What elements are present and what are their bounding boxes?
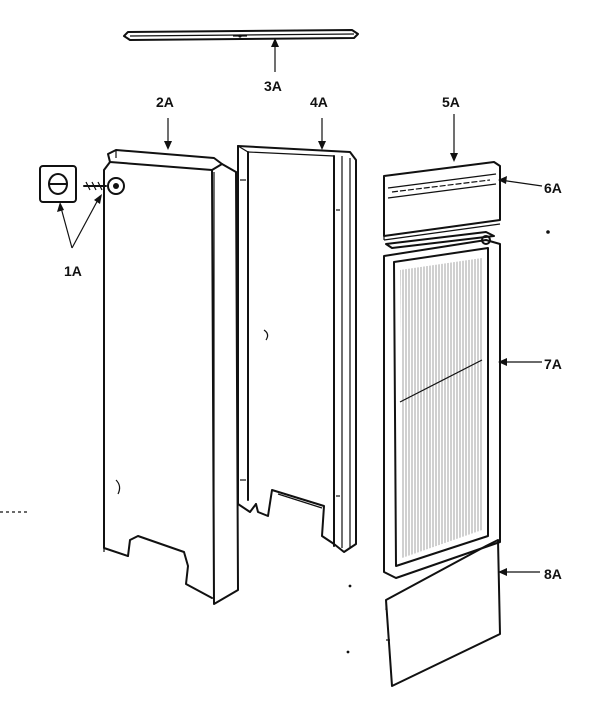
label-1a: 1A: [64, 263, 82, 279]
screw-dot: [346, 650, 350, 654]
label-8a: 8A: [544, 566, 562, 582]
label-7a: 7A: [544, 356, 562, 372]
control-knob-housing: [39, 165, 77, 203]
kick-plate: [385, 539, 501, 687]
leader-5a: [450, 114, 458, 162]
screw-dot: [546, 230, 550, 234]
label-2a: 2A: [156, 94, 174, 110]
top-trim-strip: [123, 29, 359, 41]
cabinet-liner-frame: [237, 145, 357, 553]
label-6a: 6A: [544, 180, 562, 196]
leader-2a: [164, 118, 172, 150]
leader-1a: [57, 194, 102, 249]
screw-icon: [83, 177, 125, 195]
label-3a: 3A: [264, 78, 282, 94]
leader-3a: [271, 38, 279, 72]
screw-dot: [348, 584, 352, 588]
leader-8a: [498, 568, 540, 576]
label-5a: 5A: [442, 94, 460, 110]
leader-6a: [498, 176, 543, 187]
refrigerator-door: [383, 235, 501, 579]
side-panel: [103, 149, 239, 605]
leader-4a: [318, 118, 326, 150]
leader-7a: [498, 358, 542, 366]
freezer-door-panel: [383, 161, 501, 249]
label-4a: 4A: [310, 94, 328, 110]
